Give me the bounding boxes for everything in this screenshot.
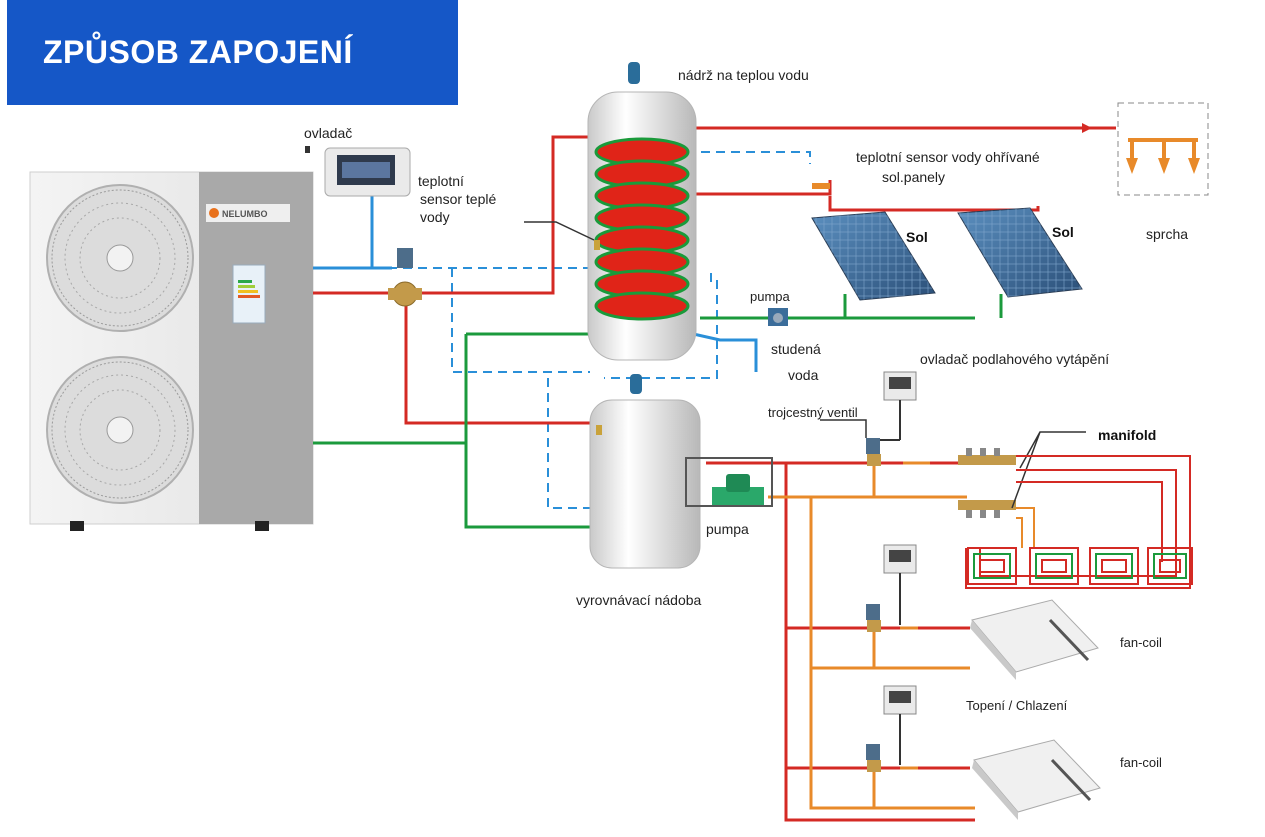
label-three-way-valve: trojcestný ventil xyxy=(768,405,858,420)
cold-water-network xyxy=(313,151,811,509)
sensor-icon xyxy=(812,183,830,189)
label-sensor-hot-3: vody xyxy=(420,209,450,225)
label-sensor-hot-2: sensor teplé xyxy=(420,191,497,207)
valve-icon xyxy=(388,248,422,307)
label-controller: ovladač xyxy=(304,125,353,141)
label-heating-cooling: Topení / Chlazení xyxy=(966,698,1068,713)
leader-line xyxy=(820,419,867,438)
fancoil-icon xyxy=(972,739,1101,820)
label-shower: sprcha xyxy=(1146,226,1189,242)
valve-icon xyxy=(866,604,881,632)
label-buffer-tank: vyrovnávací nádoba xyxy=(576,592,702,608)
thermostat-icon xyxy=(883,685,917,715)
heat-pump-unit: NELUMBO xyxy=(29,171,314,531)
pump-icon xyxy=(685,457,773,507)
label-fancoil-2: fan-coil xyxy=(1120,755,1162,770)
label-manifold: manifold xyxy=(1098,427,1157,443)
label-solar-sensor-1: teplotní sensor vody ohřívané xyxy=(856,149,1040,165)
label-cold-water-1: studená xyxy=(771,341,821,357)
label-fancoil-1: fan-coil xyxy=(1120,635,1162,650)
label-hot-water-tank: nádrž na teplou vodu xyxy=(678,67,809,83)
fan-icon xyxy=(46,184,194,332)
brand-logo: NELUMBO xyxy=(222,209,268,219)
hot-water-tank xyxy=(587,62,697,361)
thermostat-icon xyxy=(883,544,917,574)
label-pump-bottom: pumpa xyxy=(706,521,749,537)
valve-icon xyxy=(866,438,881,466)
hot-pipes xyxy=(313,126,1116,822)
label-solar-1: Sol xyxy=(906,229,928,245)
label-cold-water-2: voda xyxy=(788,367,819,383)
buffer-tank xyxy=(589,374,701,569)
underfloor-return-pipes xyxy=(768,461,975,810)
controller-icon xyxy=(324,147,411,197)
arrow-icon xyxy=(1082,123,1092,133)
valve-icon xyxy=(866,744,881,772)
return-pipes xyxy=(313,294,1003,529)
marker-icon xyxy=(305,146,310,153)
leader-line xyxy=(524,221,595,241)
label-underfloor-controller: ovladač podlahového vytápění xyxy=(920,351,1110,367)
label-solar-sensor-2: sol.panely xyxy=(882,169,946,185)
label-sensor-hot-1: teplotní xyxy=(418,173,464,189)
thermostat-icon xyxy=(883,371,917,401)
label-pump-top: pumpa xyxy=(750,289,790,304)
solar-panel-icon xyxy=(957,207,1083,298)
label-solar-2: Sol xyxy=(1052,224,1074,240)
underfloor-loops xyxy=(965,455,1193,589)
fancoil-icon xyxy=(970,599,1099,680)
solar-panel-icon xyxy=(811,211,936,301)
coil-icon xyxy=(594,137,690,321)
page-title: ZPŮSOB ZAPOJENÍ xyxy=(7,0,458,105)
fan-icon xyxy=(46,356,194,504)
manifold-icon xyxy=(958,448,1016,518)
shower-icon xyxy=(1117,102,1209,196)
pump-icon xyxy=(768,308,788,326)
